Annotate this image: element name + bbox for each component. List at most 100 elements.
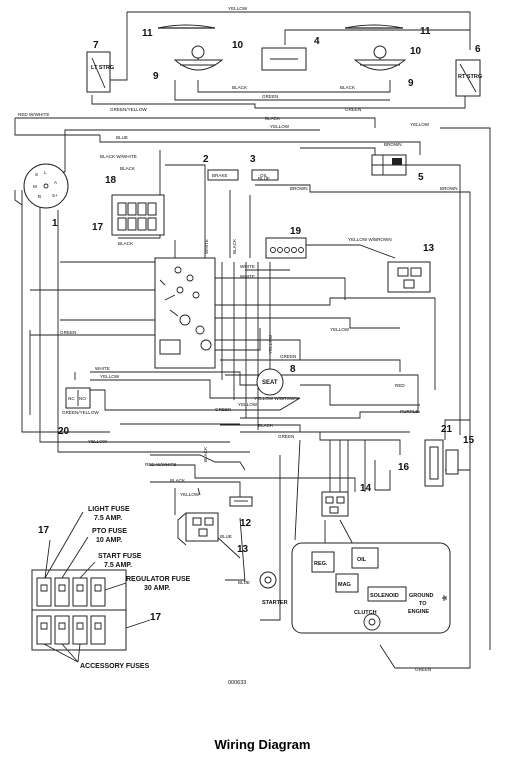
regulator-fuse-label: REGULATOR FUSE	[126, 576, 191, 583]
light-switch	[261, 47, 307, 71]
svg-text:STARTER: STARTER	[262, 600, 288, 606]
wire-label-purple: PURPLE	[400, 409, 418, 414]
wire-label-yellow-2: YELLOW	[270, 124, 290, 129]
callout-5: 5	[418, 172, 424, 183]
callout-11-left: 11	[142, 28, 153, 39]
svg-text:TO: TO	[419, 601, 427, 607]
wires	[14, 11, 491, 669]
callout-16: 16	[398, 462, 410, 473]
svg-text:GROUND: GROUND	[409, 593, 433, 599]
wire-label-white-2: WHITE	[240, 274, 255, 279]
wire-label-green-yellow-2: GREEN/YELLOW	[62, 410, 99, 415]
callouts: 1 2 3 4 5 6 7 8 9 9 10 10 11 11 12 13 13…	[38, 26, 481, 623]
wire-label-green-7: GREEN	[415, 667, 431, 672]
wire-labels: YELLOW BLACK GREEN BLACK GREEN GREEN/YEL…	[18, 6, 458, 672]
wire-label-white-3: WHITE	[95, 366, 110, 371]
svg-text:NC: NC	[68, 396, 75, 401]
wire-label-blue-2: BLUE	[258, 176, 270, 181]
main-harness-connector	[154, 257, 216, 369]
connector-5	[371, 154, 407, 176]
headlamp-right	[353, 45, 407, 71]
wire-label-black-white: BLACK W/WHITE	[100, 154, 137, 159]
fuse-block-upper	[111, 194, 165, 236]
callout-11-right: 11	[420, 26, 431, 37]
wire-label-green-5: GREEN	[215, 407, 231, 412]
wire-label-green-6: GREEN	[278, 434, 294, 439]
svg-text:SOLENOID: SOLENOID	[370, 593, 399, 599]
wire-label-brown-2: BROWN	[290, 186, 308, 191]
wire-label-yellow-vert-1: YELLOW	[268, 334, 273, 354]
callout-12: 12	[240, 518, 252, 529]
wire-label-brown-1: BROWN	[384, 142, 402, 147]
wire-label-red-1: RED	[395, 383, 405, 388]
light-bar-right	[344, 24, 404, 29]
callout-15: 15	[463, 435, 475, 446]
callout-9-left: 9	[153, 71, 159, 82]
svg-text:REG.: REG.	[314, 561, 328, 567]
callout-13-left: 13	[237, 544, 249, 555]
wire-label-black-vert-1: BLACK	[232, 238, 237, 254]
callout-10-right: 10	[410, 46, 422, 57]
light-bar-left	[157, 24, 216, 29]
wire-label-green-2: GREEN	[345, 107, 361, 112]
start-fuse-label: START FUSE	[98, 553, 142, 560]
callout-17-lower-left: 17	[38, 525, 50, 536]
wire-label-green-yellow-1: GREEN/YELLOW	[110, 107, 147, 112]
wire-label-yellow-brown-1: YELLOW W/BROWN	[348, 237, 392, 242]
light-fuse-label: LIGHT FUSE	[88, 506, 130, 513]
relay-right	[387, 261, 431, 293]
callout-21: 21	[441, 424, 453, 435]
pto-fuse-label: PTO FUSE	[92, 528, 127, 535]
svg-text:BRAKE: BRAKE	[212, 173, 228, 178]
wire-label-black-3: BLACK	[265, 116, 281, 121]
wire-label-blue-1: BLUE	[116, 135, 128, 140]
wire-label-yellow-top: YELLOW	[228, 6, 248, 11]
wire-label-black-2: BLACK	[340, 85, 356, 90]
start-fuse-rating: 7.5 AMP.	[104, 562, 132, 569]
callout-18: 18	[105, 175, 117, 186]
wire-label-yellow-brown-2: YELLOW W/BROWN	[254, 396, 298, 401]
wire-label-white-1: WHITE	[240, 264, 255, 269]
svg-text:B: B	[38, 194, 41, 199]
fuse-leaders	[43, 511, 151, 663]
callout-17-lower-right: 17	[150, 612, 162, 623]
callout-19: 19	[290, 226, 302, 237]
wire-label-yellow-6: YELLOW	[238, 402, 258, 407]
wire-label-red-white-1: RED W/WHITE	[18, 112, 49, 117]
callout-6: 6	[475, 44, 481, 55]
pto-fuse-rating: 10 AMP.	[96, 537, 122, 544]
svg-text:S+: S+	[52, 193, 58, 198]
callout-13-right: 13	[423, 243, 435, 254]
inline-fuse-12	[229, 496, 253, 507]
seat-switch: SEAT	[256, 368, 284, 396]
svg-text:MAG: MAG	[338, 582, 351, 588]
headlamp-left	[173, 45, 224, 71]
wire-label-black-5: BLACK	[118, 241, 134, 246]
callout-20: 20	[58, 426, 70, 437]
wire-label-green-4: GREEN	[280, 354, 296, 359]
svg-text:SEAT: SEAT	[262, 380, 278, 386]
callout-4: 4	[314, 36, 320, 47]
svg-text:ENGINE: ENGINE	[408, 609, 429, 615]
wire-label-black-vert-2: BLACK	[203, 446, 208, 462]
wire-label-yellow-5: YELLOW	[100, 374, 120, 379]
svg-text:S: S	[35, 172, 38, 177]
svg-text:LT STRG: LT STRG	[91, 65, 114, 71]
callout-14: 14	[360, 483, 372, 494]
starter-motor: STARTER	[259, 571, 288, 606]
fuse-labels: LIGHT FUSE 7.5 AMP. PTO FUSE 10 AMP. STA…	[80, 506, 191, 670]
wire-label-yellow-7: YELLOW	[88, 439, 108, 444]
svg-text:CLUTCH: CLUTCH	[354, 610, 377, 616]
wire-label-blue-4: BLUE	[238, 580, 250, 585]
fuse-holder-15	[445, 449, 459, 475]
svg-text:A: A	[54, 180, 58, 185]
wire-label-blue-3: BLUE	[220, 534, 232, 539]
engine-box: REG. OIL MAG SOLENOID CLUTCH GROUND TO E…	[291, 542, 451, 634]
callout-3: 3	[250, 154, 256, 165]
ignition-switch: S L M A B S+	[23, 163, 69, 209]
wire-label-white-vert-1: WHITE	[204, 239, 209, 254]
fuse-block-lower	[31, 569, 127, 651]
connector-14	[321, 491, 349, 517]
wire-label-yellow-4: YELLOW	[330, 327, 350, 332]
pto-switch: NC NO	[65, 387, 91, 409]
